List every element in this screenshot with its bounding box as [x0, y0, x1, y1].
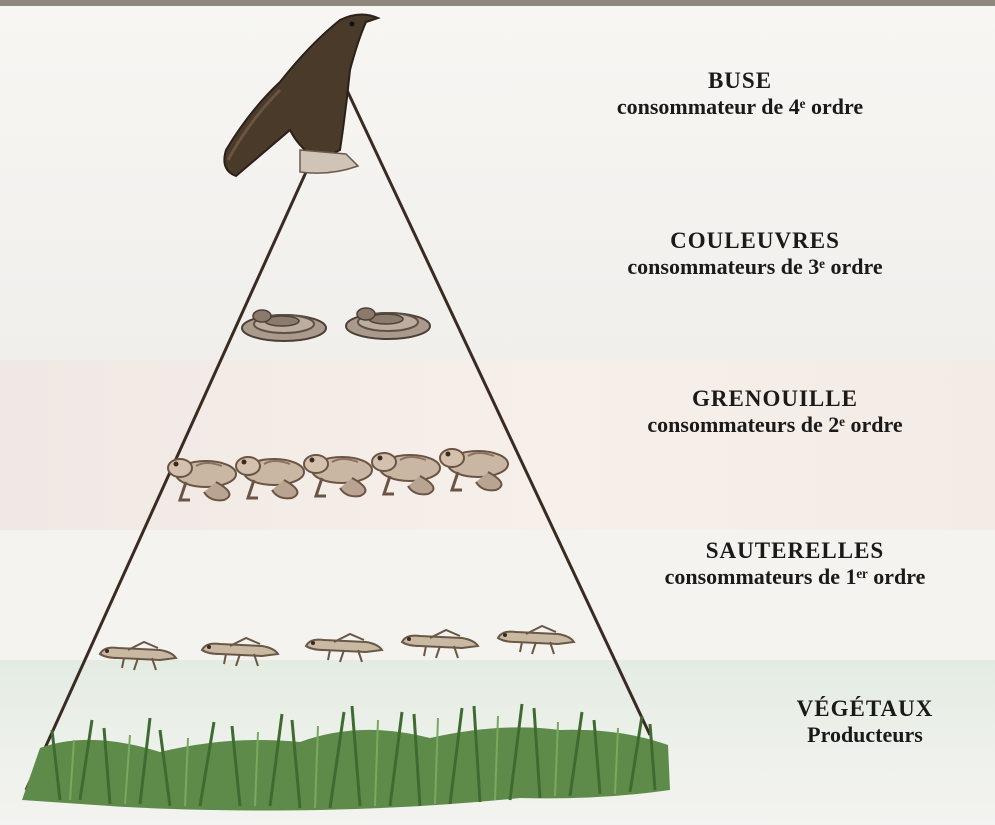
level-role: Producteurs: [807, 722, 923, 748]
grasshopper-icon: [497, 625, 575, 655]
pyramid-right-edge: [343, 85, 652, 736]
level-name: VÉGÉTAUX: [796, 696, 934, 721]
level-label-buzzard: BUSE consommateur de 4ᵉ ordre: [560, 68, 920, 120]
grasshopper-icon: [99, 641, 177, 671]
level-role: consommateur de 4ᵉ ordre: [616, 94, 864, 120]
grasshopper-icon: [201, 637, 279, 667]
frog-icon: [166, 457, 238, 502]
top-edge-strip: [0, 0, 995, 6]
frog-icon: [370, 451, 442, 496]
level-name: COULEUVRES: [670, 228, 840, 253]
pyramid-left-edge: [24, 85, 347, 791]
level-label-frogs: GRENOUILLE consommateurs de 2ᵉ ordre: [580, 386, 970, 438]
frog-icon: [302, 453, 374, 498]
grasshopper-icon: [305, 633, 383, 663]
snake-icon: [241, 309, 327, 342]
level-role: consommateurs de 3ᵉ ordre: [627, 254, 883, 280]
frog-icon: [438, 447, 510, 492]
background-band-pink: [0, 360, 995, 530]
level-label-plants: VÉGÉTAUX Producteurs: [740, 696, 990, 748]
frog-icon: [234, 455, 306, 500]
grass-icon: [22, 703, 670, 811]
level-label-snakes: COULEUVRES consommateurs de 3ᵉ ordre: [560, 228, 950, 280]
snake-icon: [345, 307, 431, 340]
level-name: GRENOUILLE: [692, 386, 858, 411]
level-label-grasshoppers: SAUTERELLES consommateurs de 1ᵉʳ ordre: [600, 538, 990, 590]
level-role: consommateurs de 2ᵉ ordre: [647, 412, 903, 438]
grasshopper-icon: [401, 629, 479, 659]
level-role: consommateurs de 1ᵉʳ ordre: [664, 564, 926, 590]
level-name: SAUTERELLES: [705, 538, 885, 563]
buzzard-icon: [223, 13, 381, 178]
background-band-top: [0, 0, 995, 360]
level-name: BUSE: [707, 68, 773, 93]
